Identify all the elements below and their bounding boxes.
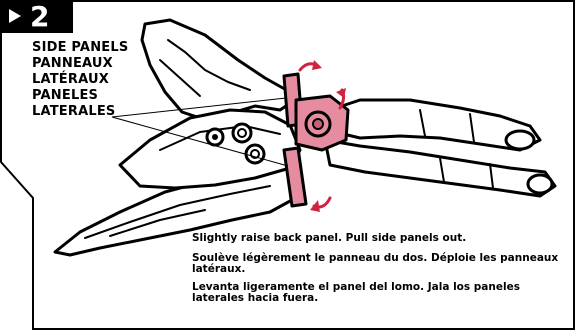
label-line-es-1: PANELES [32, 88, 128, 104]
instruction-fr: Soulève légèrement le panneau du dos. Dé… [192, 253, 568, 276]
instruction-es: Levanta ligeramente el panel del lomo. J… [192, 282, 568, 305]
label-line-es-2: LATERALES [32, 104, 128, 120]
side-panels-label: SIDE PANELS PANNEAUX LATÉRAUX PANELES LA… [32, 40, 128, 120]
label-line-fr-1: PANNEAUX [32, 56, 128, 72]
label-line-fr-2: LATÉRAUX [32, 72, 128, 88]
instructions-text: Slightly raise back panel. Pull side pan… [192, 233, 568, 311]
instruction-en: Slightly raise back panel. Pull side pan… [192, 233, 568, 245]
upper-limb-shape [142, 20, 295, 118]
label-line-en: SIDE PANELS [32, 40, 128, 56]
